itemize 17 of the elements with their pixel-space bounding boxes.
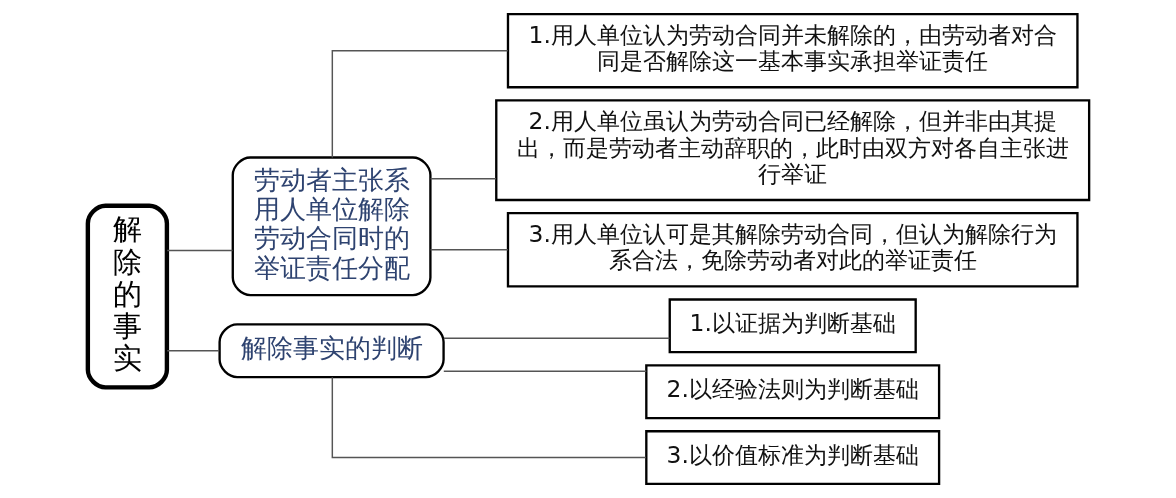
connector bbox=[429, 249, 508, 251]
connector bbox=[166, 350, 220, 352]
connector bbox=[331, 49, 508, 159]
node-box: 3.用人单位认可是其解除劳动合同，但认为解除行为系合法，免除劳动者对此的举证责任 bbox=[506, 211, 1079, 288]
node-box: 3.以价值标准为判断基础 bbox=[644, 430, 940, 486]
node-box: 1.用人单位认为劳动合同并未解除的，由劳动者对合同是否解除这一基本事实承担举证责任 bbox=[506, 12, 1079, 89]
connector bbox=[429, 178, 497, 180]
node-box: 解除事实的判断 bbox=[217, 323, 445, 379]
connector bbox=[442, 337, 670, 340]
connector bbox=[331, 376, 646, 459]
connector bbox=[442, 370, 647, 372]
node-box: 解除的事实 bbox=[85, 203, 169, 390]
connector bbox=[166, 249, 233, 252]
node-box: 1.以证据为判断基础 bbox=[668, 298, 917, 354]
node-box: 劳动者主张系用人单位解除劳动合同时的举证责任分配 bbox=[231, 156, 432, 297]
node-box: 2.以经验法则为判断基础 bbox=[644, 364, 940, 420]
node-box: 2.用人单位虽认为劳动合同已经解除，但并非由其提出，而是劳动者主动辞职的，此时由双方对各自主张进行举证 bbox=[494, 99, 1090, 202]
